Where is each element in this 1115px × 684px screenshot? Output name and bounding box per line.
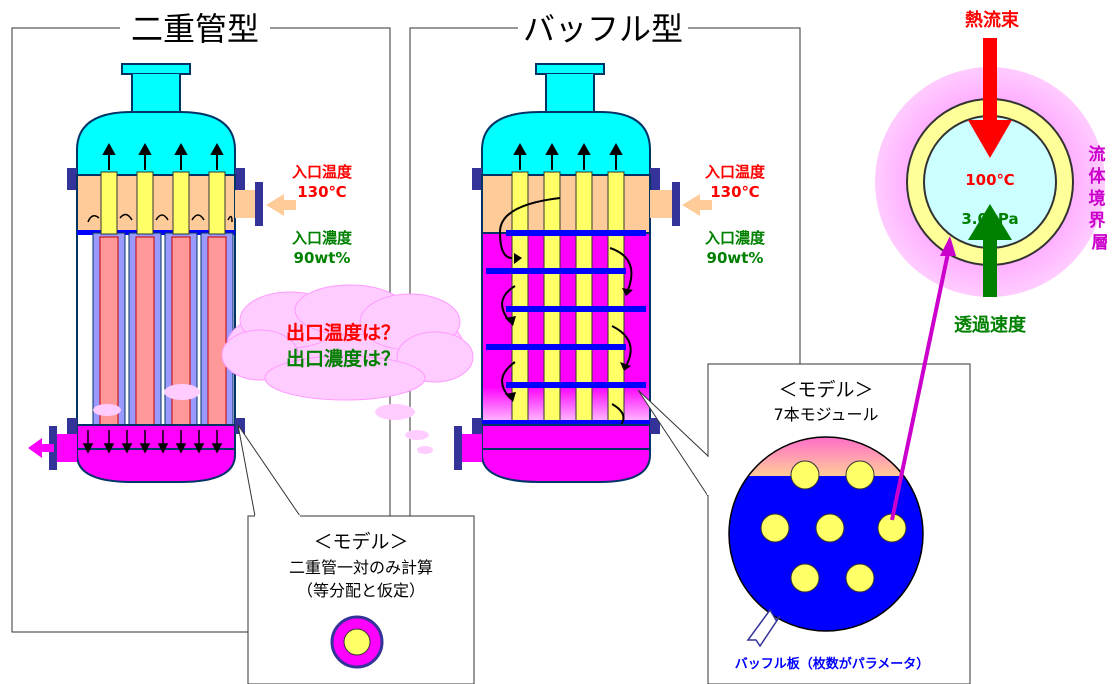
question-outlet-conc: 出口濃度は？	[286, 347, 400, 370]
heat-flux-label: 熱流束	[965, 9, 1020, 31]
outlet-arrow-icon	[28, 438, 54, 458]
double-tube-model-callout: ＜モデル＞ 二重管一対のみ計算 （等分配と仮定）	[237, 424, 475, 684]
membrane-temperature: 100℃	[965, 171, 1014, 189]
model-double-line1: 二重管一対のみ計算	[289, 558, 433, 577]
membrane-pressure: 3.0kPa	[961, 210, 1018, 228]
serpentine-arrowheads	[505, 253, 633, 444]
down-flow-arrows	[82, 430, 223, 454]
swirl-arrows	[87, 213, 233, 223]
baffle-title: バッフル型	[523, 10, 683, 48]
permeation-arrow-icon	[968, 204, 1012, 240]
double-tubes	[92, 171, 234, 428]
inlet-conc-label-1: 入口濃度	[292, 229, 353, 247]
double-tube-vessel	[28, 63, 296, 483]
inlet-temp-label-1: 入口温度	[292, 163, 353, 181]
inlet-temp-label-2: 入口温度	[705, 163, 766, 181]
inlet-conc-label-2: 入口濃度	[705, 229, 766, 247]
inlet-arrow-icon	[266, 194, 296, 216]
module-tubes	[760, 460, 907, 593]
zoom-connector-line	[890, 252, 950, 521]
baffle-vessel	[454, 63, 712, 483]
inlet-temp-value-2: 130℃	[710, 183, 759, 201]
model-double-line2: （等分配と仮定）	[297, 581, 425, 600]
permeation-label: 透過速度	[954, 314, 1027, 336]
model-baffle-line1: 7本モジュール	[773, 405, 878, 424]
up-flow-arrows-baffle	[513, 142, 623, 170]
model-heading-double: ＜モデル＞	[313, 531, 408, 553]
question-outlet-temp: 出口温度は？	[286, 321, 400, 344]
question-cloud: 出口温度は？ 出口濃度は？	[93, 284, 474, 454]
inlet-temp-value-1: 130℃	[297, 183, 346, 201]
double-tube-panel: 二重管型	[11, 10, 391, 633]
heat-flux-arrow-icon	[968, 120, 1012, 158]
boundary-layer-label: 流 体 境 界 層	[1089, 144, 1112, 253]
model-heading-baffle: ＜モデル＞	[778, 379, 873, 401]
inlet-conc-value-2: 90wt%	[707, 249, 764, 267]
inlet-conc-value-1: 90wt%	[294, 249, 351, 267]
inlet-arrow-icon-baffle	[682, 194, 712, 216]
up-flow-arrows	[102, 142, 224, 170]
double-tube-title: 二重管型	[131, 10, 259, 48]
baffle-model-callout: ＜モデル＞ 7本モジュール バッフル板（枚数がパラメータ）	[637, 363, 971, 684]
baffle-plate-caption: バッフル板（枚数がパラメータ）	[735, 656, 930, 672]
baffle-plates	[482, 230, 650, 426]
baffle-plate-pointer-icon	[746, 608, 781, 648]
membrane-detail: 熱流束 100℃ 3.0kPa 透過速度 流 体 境 界 層	[875, 9, 1112, 521]
